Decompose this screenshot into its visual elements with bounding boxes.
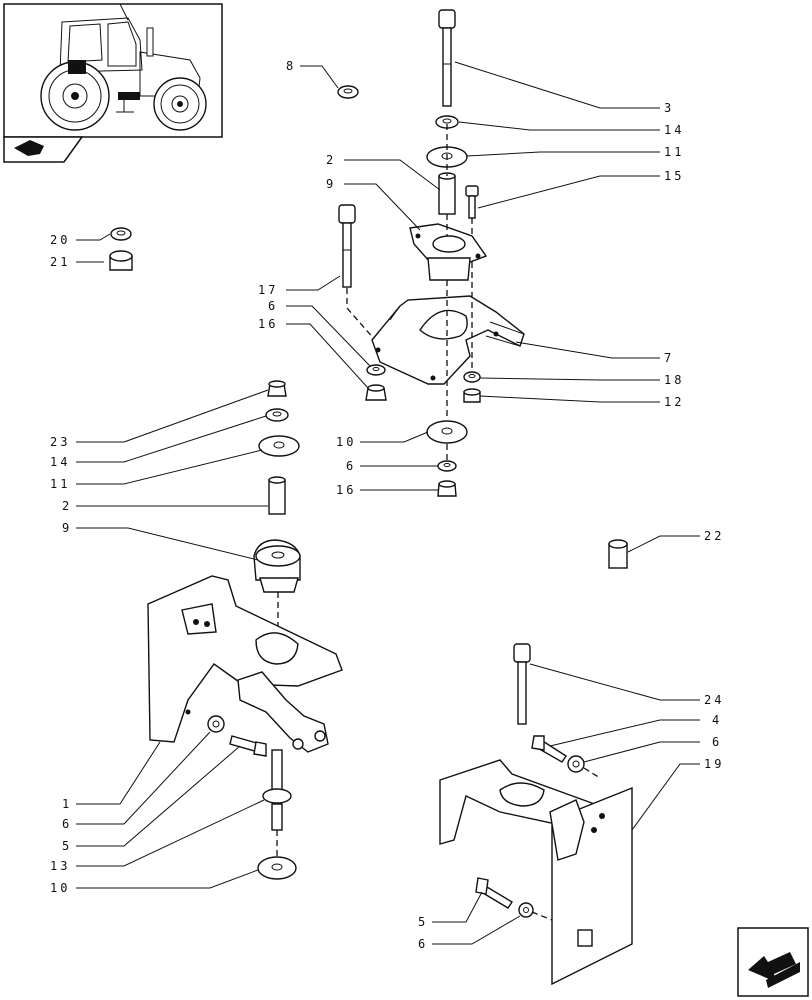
callout-6: 6 xyxy=(62,817,72,831)
leader-lines xyxy=(76,61,700,945)
tractor-thumbnail-icon xyxy=(3,3,223,138)
callout-16: 16 xyxy=(336,483,356,497)
washer-20 xyxy=(110,227,132,241)
callout-2: 2 xyxy=(326,153,336,167)
callout-20: 20 xyxy=(50,233,70,247)
washer-8 xyxy=(337,85,359,99)
callout-6: 6 xyxy=(418,937,428,951)
callout-5: 5 xyxy=(418,915,428,929)
stud-13 xyxy=(262,749,292,831)
callout-9: 9 xyxy=(62,521,72,535)
callout-10: 10 xyxy=(50,881,70,895)
callout-4: 4 xyxy=(712,713,722,727)
nut-21 xyxy=(109,250,133,271)
callout-18: 18 xyxy=(664,373,684,387)
callout-12: 12 xyxy=(664,395,684,409)
callout-5: 5 xyxy=(62,839,72,853)
callout-21: 21 xyxy=(50,255,70,269)
plate-7 xyxy=(371,295,525,385)
callout-6: 6 xyxy=(346,459,356,473)
callout-13: 13 xyxy=(50,859,70,873)
callout-1: 1 xyxy=(62,797,72,811)
bolt-5 xyxy=(229,735,267,757)
bolt-3 xyxy=(438,9,456,107)
callout-11: 11 xyxy=(50,477,70,491)
callout-23: 23 xyxy=(50,435,70,449)
callout-22: 22 xyxy=(704,529,724,543)
callout-19: 19 xyxy=(704,757,724,771)
bracket-1 xyxy=(147,575,343,753)
section-arrow-icon xyxy=(3,136,84,163)
callout-2: 2 xyxy=(62,499,72,513)
callout-9: 9 xyxy=(326,177,336,191)
callout-6: 6 xyxy=(712,735,722,749)
callout-24: 24 xyxy=(704,693,724,707)
callout-14: 14 xyxy=(664,123,684,137)
sleeve-2 xyxy=(438,172,456,215)
callout-14: 14 xyxy=(50,455,70,469)
bracket-19 xyxy=(439,759,633,986)
mount-9-lower xyxy=(253,539,301,593)
callout-3: 3 xyxy=(664,101,674,115)
callout-17: 17 xyxy=(258,283,278,297)
mount-9 xyxy=(409,223,488,281)
callout-15: 15 xyxy=(664,169,684,183)
callout-7: 7 xyxy=(664,351,674,365)
bolt-17 xyxy=(338,204,356,288)
callout-16: 16 xyxy=(258,317,278,331)
callout-labels: 8 3 14 11 15 2 9 20 21 17 6 16 7 18 12 1… xyxy=(50,59,724,951)
next-page-arrow-icon[interactable] xyxy=(737,927,809,997)
callout-6: 6 xyxy=(268,299,278,313)
callout-11: 11 xyxy=(664,145,684,159)
bolt-24 xyxy=(513,643,531,725)
callout-10: 10 xyxy=(336,435,356,449)
sleeve-22 xyxy=(608,539,628,569)
callout-8: 8 xyxy=(286,59,296,73)
